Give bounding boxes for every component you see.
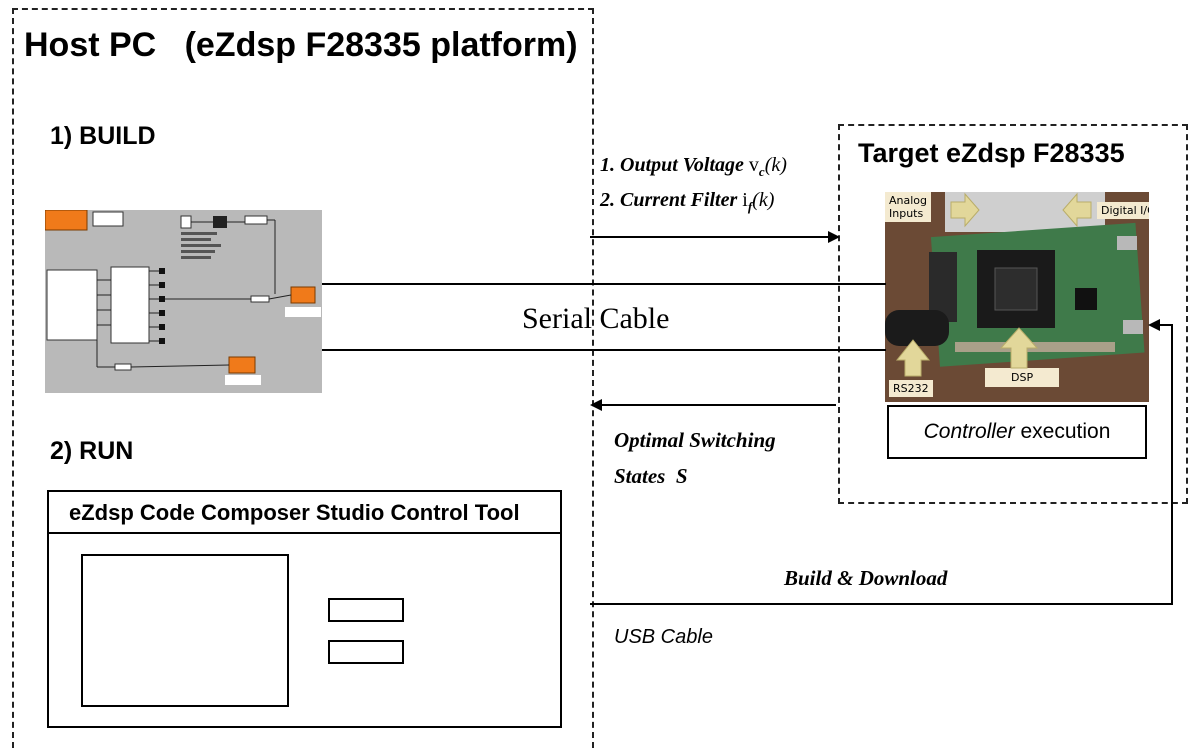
current-filter-arg: (k) [752,189,775,211]
tool-button-2[interactable] [328,640,404,664]
output-voltage-label: 1. Output Voltage vc(k) [600,154,787,180]
output-voltage-arg: (k) [764,154,787,176]
output-voltage-sub: c [758,164,765,179]
tool-display-panel [81,554,289,707]
target-title: Target eZdsp F28335 [858,138,1125,168]
controller-word: Controller [923,420,1015,443]
controller-execution-box: Controller execution [887,405,1147,459]
target-region [838,124,1188,504]
rs232-callout: RS232 [889,380,933,397]
ezdsp-board-photo: Analog Inputs Digital I/O RS232 DSP [885,192,1149,402]
switching-states-line2: States S [614,464,688,488]
output-voltage-text: 1. Output Voltage [600,154,749,176]
callout-arrows [895,192,1092,377]
tool-button-1[interactable] [328,598,404,622]
serial-cable-label: Serial Cable [522,302,670,335]
current-filter-label: 2. Current Filter if(k) [600,189,774,215]
host-pc-region [12,8,594,748]
usb-cable-label: USB Cable [614,626,713,648]
run-step-label: 2) RUN [50,437,134,465]
control-tool-window: eZdsp Code Composer Studio Control Tool [47,490,562,728]
build-download-label: Build & Download [784,566,948,590]
current-filter-text: 2. Current Filter [600,189,743,211]
tool-title-divider [49,532,560,534]
switching-states-line1: Optimal Switching [614,428,776,452]
simulink-model-thumbnail [45,210,322,393]
analog-inputs-callout: Analog Inputs [885,192,932,222]
dsp-callout: DSP [985,368,1060,387]
host-pc-title: Host PC (eZdsp F28335 platform) [24,26,578,64]
digital-io-callout: Digital I/O [1097,202,1149,219]
usb-download-path [590,319,1173,605]
current-filter-sub: f [747,199,753,214]
output-voltage-var: v [748,154,759,176]
control-tool-title: eZdsp Code Composer Studio Control Tool [69,500,520,525]
current-filter-var: i [742,189,748,211]
execution-word: execution [1014,420,1111,443]
model-blocks [45,210,321,385]
build-step-label: 1) BUILD [50,122,156,150]
